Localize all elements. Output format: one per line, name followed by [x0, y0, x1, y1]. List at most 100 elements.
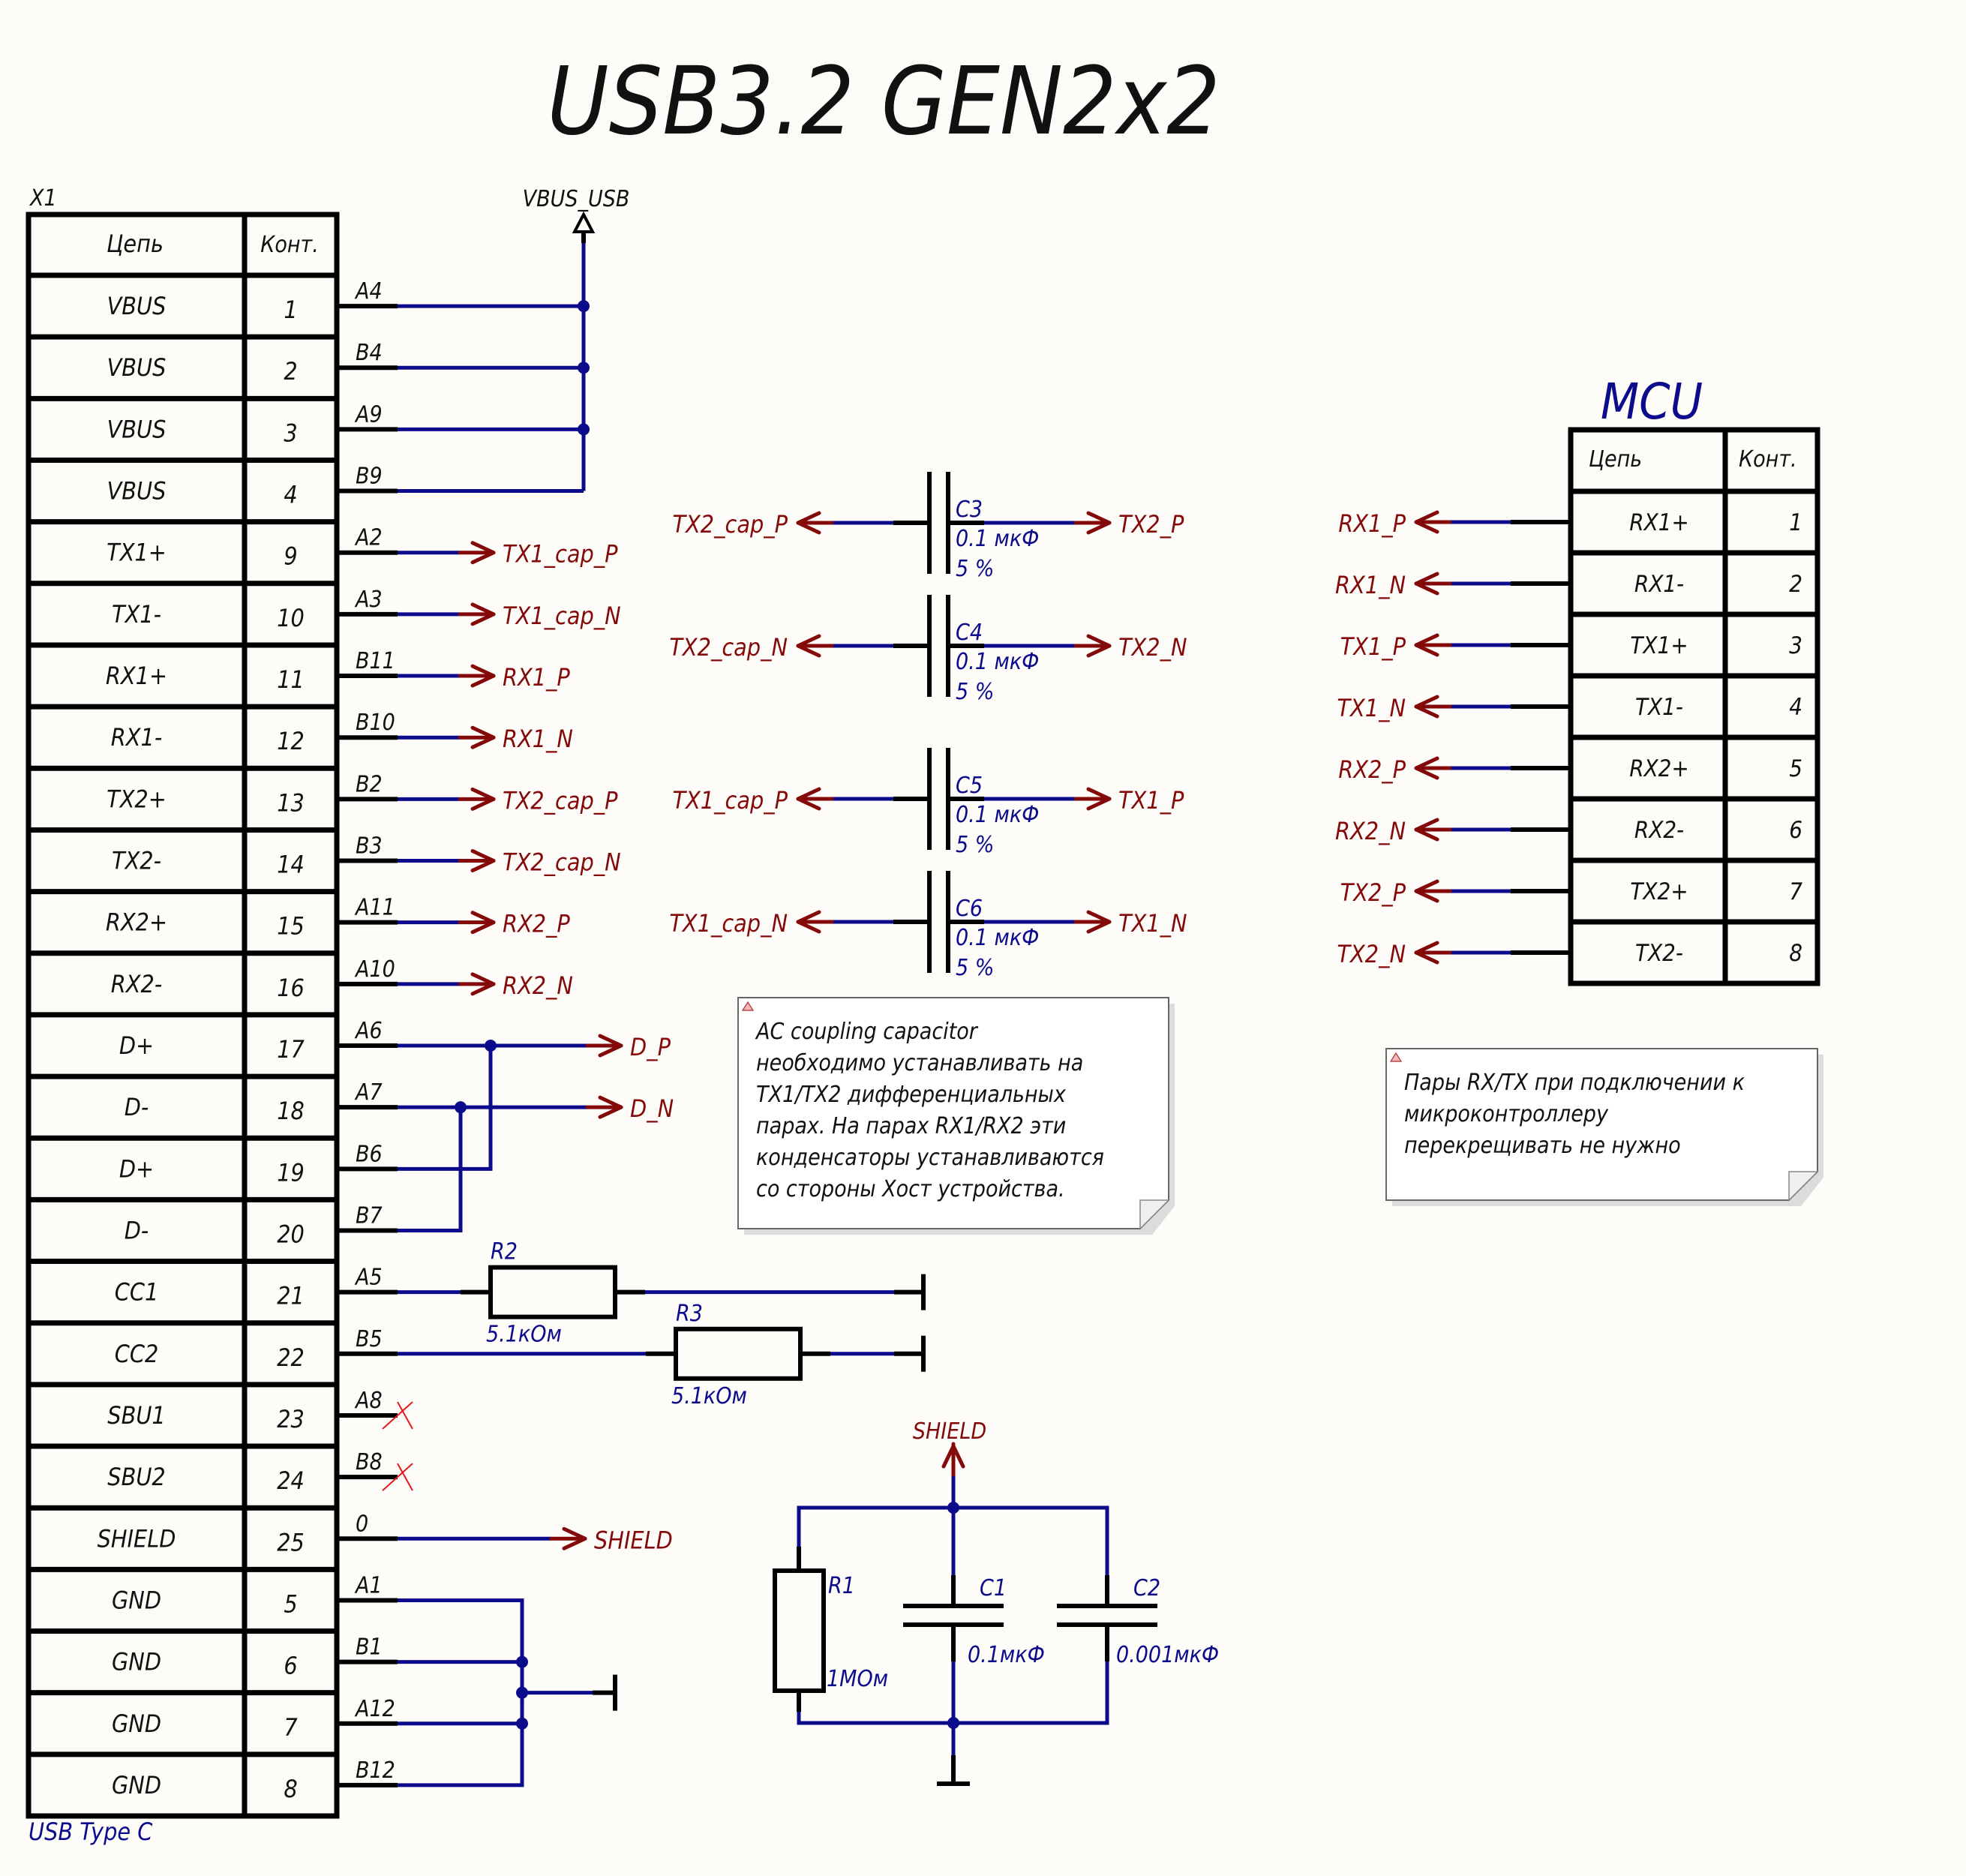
net-label[interactable]: RX1_P [503, 663, 570, 692]
capacitor-c2[interactable]: C20.001мкФ [1057, 1575, 1219, 1668]
net-label[interactable]: RX1_N [503, 725, 573, 753]
note-text-line: TX1/TX2 дифференциальных [756, 1082, 1067, 1108]
connector-net-name: SBU1 [107, 1401, 165, 1430]
net-label[interactable]: TX2_cap_P [673, 510, 788, 539]
connector-net-name: GND [112, 1648, 161, 1676]
arrow-right-icon [470, 849, 496, 873]
capacitor-tolerance: 5 % [956, 955, 994, 981]
net-label[interactable]: RX1_P [1338, 509, 1406, 538]
net-label[interactable]: D_P [630, 1033, 671, 1061]
mcu-pin-number: 2 [1789, 571, 1802, 598]
net-label[interactable]: TX2_P [1118, 510, 1184, 539]
net-label[interactable]: TX1_cap_N [503, 602, 621, 630]
net-label[interactable]: TX1_cap_P [673, 786, 788, 815]
arrow-right-icon [598, 1095, 623, 1119]
net-label[interactable]: SHIELD [913, 1418, 986, 1445]
resistor-r2[interactable]: R25.1кОм [486, 1239, 617, 1348]
connector-net-name: D+ [119, 1154, 154, 1183]
connector-net-name: RX1- [111, 723, 162, 752]
junction-dot [455, 1101, 467, 1114]
net-label[interactable]: TX2_cap_N [669, 633, 788, 662]
net-label[interactable]: TX1_cap_P [503, 540, 618, 569]
capacitor-c1[interactable]: C10.1мкФ [903, 1575, 1045, 1668]
vbus-power-port[interactable]: VBUS_USB [523, 186, 630, 243]
net-label[interactable]: TX2_N [1337, 940, 1406, 968]
arrow-right-icon [470, 664, 496, 688]
net-label[interactable]: TX1_N [1337, 694, 1406, 722]
dp-wire[interactable] [398, 1046, 493, 1171]
mcu-net-name: RX1+ [1629, 509, 1689, 536]
note-2[interactable]: Пары RX/TX при подключении кмикроконтрол… [1385, 1048, 1823, 1206]
net-label[interactable]: RX2_N [503, 971, 573, 1000]
mcu-header-pin: Конт. [1739, 446, 1797, 473]
net-label[interactable]: TX2_cap_P [503, 786, 618, 815]
mcu-net-name: TX1+ [1630, 632, 1688, 659]
connector-row[interactable]: TX1+9A2 [29, 519, 398, 571]
net-label[interactable]: TX2_P [1340, 878, 1406, 907]
connector-header-pin: Конт. [260, 232, 319, 258]
arrow-right-icon [470, 602, 496, 626]
resistor-r3[interactable]: R35.1кОм [671, 1301, 803, 1409]
junction-dot [516, 1717, 528, 1730]
mcu-net-name: RX2+ [1629, 755, 1689, 782]
capacitor-tolerance: 5 % [956, 556, 994, 582]
connector-pin-number: 17 [277, 1035, 305, 1064]
net-label[interactable]: TX1_P [1118, 786, 1184, 815]
net-label[interactable]: TX1_cap_N [669, 909, 788, 938]
dn-wire[interactable] [398, 1107, 463, 1232]
net-label[interactable]: RX2_P [503, 910, 570, 938]
net-label[interactable]: TX1_N [1118, 909, 1187, 938]
mcu-block[interactable]: MCU Цепь Конт. RX1+1RX1_PRX1-2RX1_NTX1+3… [1335, 373, 1820, 986]
capacitor-ref: C1 [980, 1575, 1007, 1601]
capacitor-ref: C5 [956, 773, 983, 799]
net-label[interactable]: TX2_cap_N [503, 848, 621, 877]
net-label[interactable]: TX1_P [1340, 632, 1406, 661]
net-label[interactable]: TX2_N [1118, 633, 1187, 662]
net-label[interactable]: RX2_P [1338, 755, 1406, 784]
net-label[interactable]: RX2_N [1335, 817, 1406, 845]
net-label[interactable]: SHIELD [594, 1526, 673, 1554]
net-label[interactable]: D_N [630, 1094, 674, 1123]
net-label[interactable]: RX1_N [1335, 571, 1406, 599]
